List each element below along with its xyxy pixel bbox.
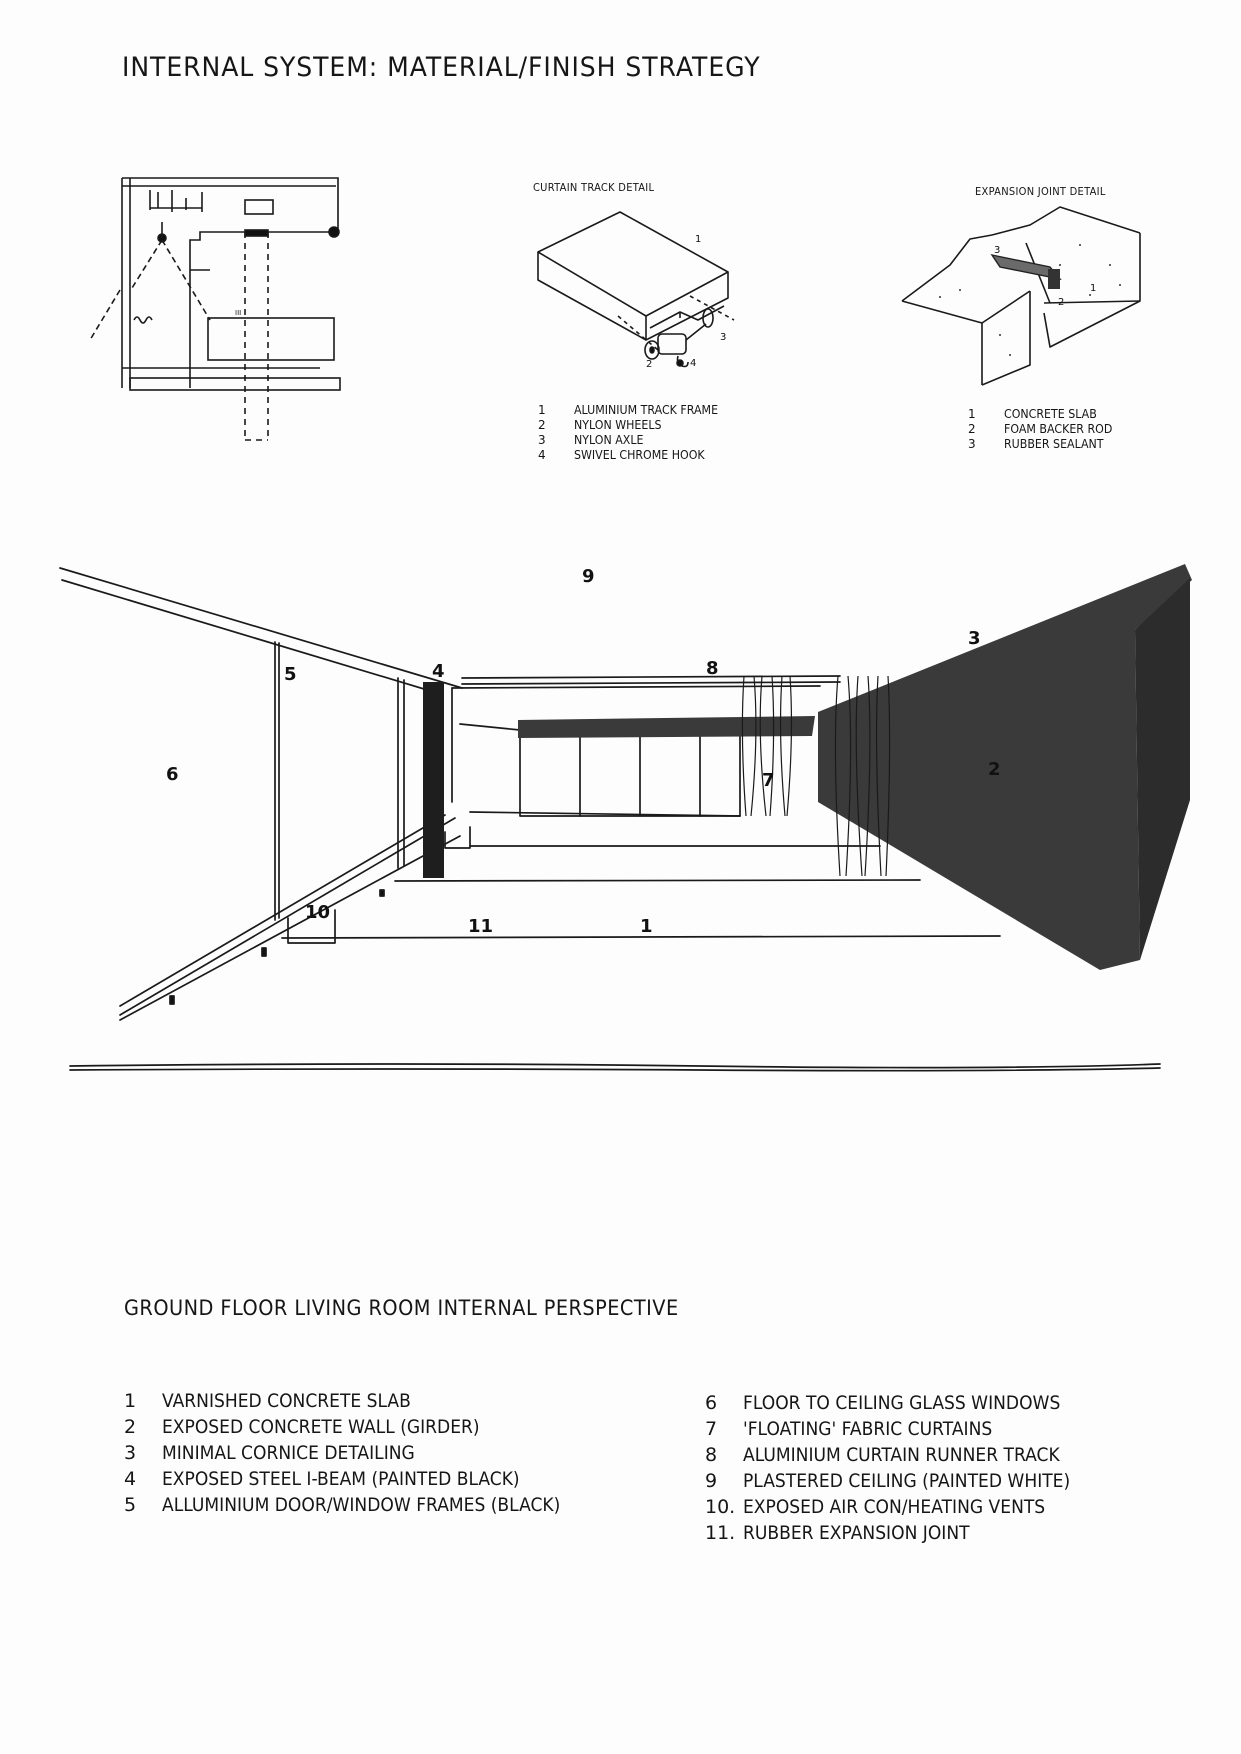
callout-5: 5	[284, 664, 297, 685]
expansion-label-1: 1	[1090, 283, 1096, 294]
legend-item: 11.RUBBER EXPANSION JOINT	[705, 1522, 970, 1544]
sheet-title: INTERNAL SYSTEM: MATERIAL/FINISH STRATEG…	[122, 52, 761, 83]
callout-11: 11	[468, 916, 493, 937]
callout-2: 2	[988, 759, 1001, 780]
curtain-label-4: 4	[690, 358, 696, 369]
section-detail-sketch: III	[90, 177, 341, 441]
perspective-caption: GROUND FLOOR LIVING ROOM INTERNAL PERSPE…	[124, 1296, 679, 1320]
legend-item: 10.EXPOSED AIR CON/HEATING VENTS	[705, 1496, 1046, 1518]
expansion-label-2: 2	[1058, 297, 1064, 308]
expansion-detail-title: EXPANSION JOINT DETAIL	[975, 185, 1106, 198]
curtain-label-1: 1	[695, 234, 701, 245]
svg-text:III: III	[235, 309, 241, 317]
curtain-track-sketch: 1 2 3 4	[537, 211, 735, 370]
expansion-joint-sketch: 3 2 1	[901, 206, 1141, 386]
curtain-label-3: 3	[720, 332, 726, 343]
interior-perspective-sketch: 1 2 3 4 5 6 7 8 9 10 11	[59, 564, 1192, 1072]
callout-6: 6	[166, 764, 179, 785]
callout-4: 4	[432, 661, 445, 682]
callout-9: 9	[582, 566, 595, 587]
expansion-label-3: 3	[994, 245, 1000, 256]
callout-10: 10	[305, 902, 330, 923]
callout-7: 7	[762, 770, 775, 791]
curtain-label-2: 2	[646, 359, 652, 370]
callout-1: 1	[640, 916, 653, 937]
callout-3: 3	[968, 628, 981, 649]
curtain-detail-title: CURTAIN TRACK DETAIL	[533, 181, 655, 194]
callout-8: 8	[706, 658, 719, 679]
legend-item: 7'FLOATING' FABRIC CURTAINS	[705, 1418, 993, 1440]
